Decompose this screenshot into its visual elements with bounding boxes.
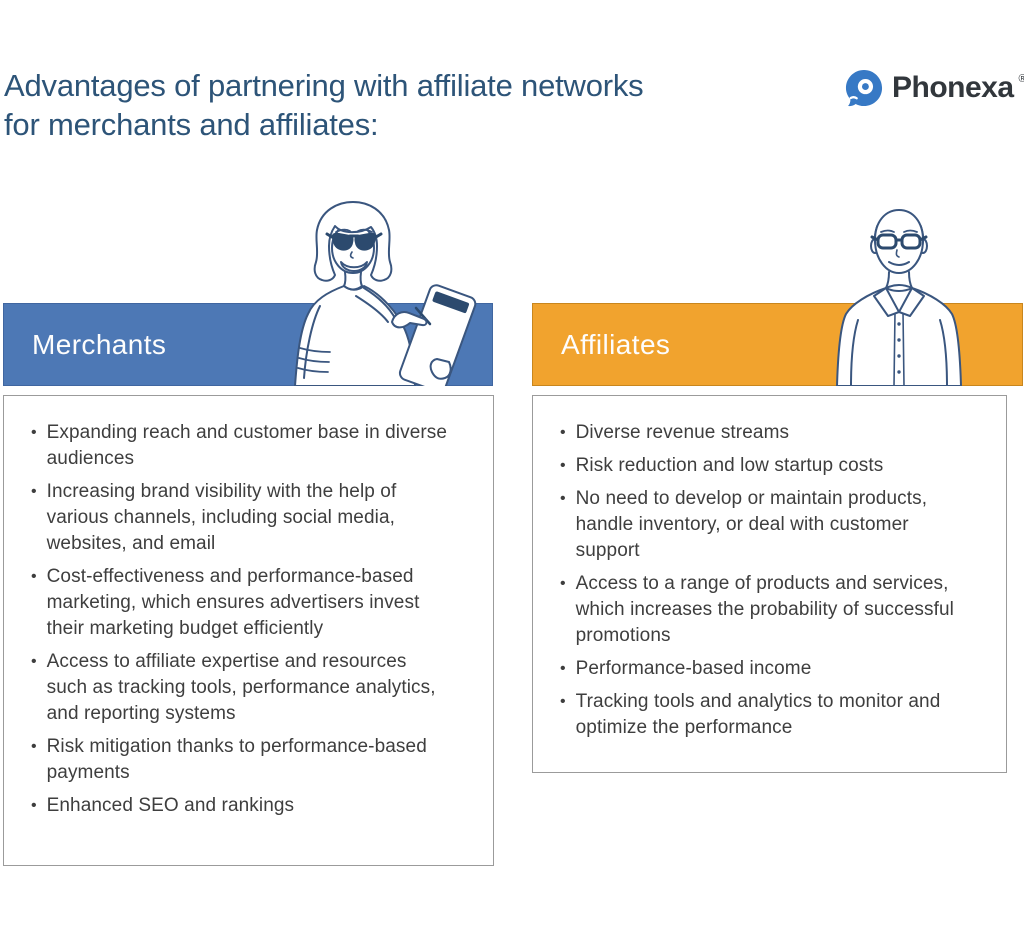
merchants-benefits-box: • Expanding reach and customer base in di…	[3, 395, 494, 866]
benefit-list-item: • Risk reduction and low startup costs	[560, 453, 978, 479]
merchants-header-label: Merchants	[32, 328, 167, 360]
benefit-list-item: • Enhanced SEO and rankings	[31, 793, 465, 819]
logo-brand-text: Phonexa	[892, 71, 1014, 104]
bullet-icon: •	[560, 660, 566, 677]
phonexa-pin-icon	[845, 69, 883, 107]
benefit-list-item: • Tracking tools and analytics to monitor…	[560, 689, 978, 741]
benefit-text: Cost-effectiveness and performance-based…	[46, 566, 420, 639]
affiliates-benefits-list: • Diverse revenue streams • Risk reduction …	[533, 396, 1006, 741]
benefit-list-item: • Expanding reach and customer base in di…	[31, 420, 465, 472]
benefit-list-item: • Performance-based income	[560, 656, 978, 682]
benefit-text: Risk reduction and low startup costs	[575, 455, 884, 476]
benefit-text: Diverse revenue streams	[575, 422, 790, 443]
affiliates-benefits-box: • Diverse revenue streams • Risk reduction …	[532, 395, 1007, 773]
benefit-text: No need to develop or maintain products,…	[575, 488, 928, 561]
benefit-text: Access to a range of products and servic…	[575, 573, 954, 646]
benefit-list-item: • No need to develop or maintain products…	[560, 486, 978, 564]
bullet-icon: •	[31, 797, 37, 814]
bullet-icon: •	[560, 693, 566, 710]
bullet-icon: •	[31, 738, 37, 755]
benefit-list-item: • Access to a range of products and servi…	[560, 571, 978, 649]
benefit-list-item: • Risk mitigation thanks to performance-b…	[31, 734, 465, 786]
benefit-text: Performance-based income	[575, 658, 812, 679]
page-title: Advantages of partnering with affiliate …	[4, 68, 644, 142]
registered-mark: ®	[1018, 73, 1024, 85]
bullet-icon: •	[560, 575, 566, 592]
benefit-text: Increasing brand visibility with the hel…	[46, 481, 397, 554]
phonexa-logo: Phonexa ®	[845, 69, 1024, 107]
bullet-icon: •	[560, 424, 566, 441]
man-with-glasses-illustration	[836, 209, 962, 386]
benefit-text: Access to affiliate expertise and resour…	[46, 651, 436, 724]
benefit-text: Tracking tools and analytics to monitor …	[575, 691, 941, 738]
merchants-benefits-list: • Expanding reach and customer base in di…	[4, 396, 493, 819]
benefit-list-item: • Access to affiliate expertise and resou…	[31, 649, 465, 727]
bullet-icon: •	[31, 483, 37, 500]
benefit-text: Enhanced SEO and rankings	[46, 795, 295, 816]
bullet-icon: •	[560, 490, 566, 507]
benefit-text: Expanding reach and customer base in div…	[46, 422, 448, 469]
woman-with-tablet-illustration	[294, 201, 477, 386]
bullet-icon: •	[31, 568, 37, 585]
benefit-list-item: • Cost-effectiveness and performance-base…	[31, 564, 465, 642]
affiliates-header-label: Affiliates	[561, 328, 671, 360]
benefit-text: Risk mitigation thanks to performance-ba…	[46, 736, 427, 783]
benefit-list-item: • Increasing brand visibility with the he…	[31, 479, 465, 557]
bullet-icon: •	[31, 653, 37, 670]
bullet-icon: •	[31, 424, 37, 441]
bullet-icon: •	[560, 457, 566, 474]
benefit-list-item: • Diverse revenue streams	[560, 420, 978, 446]
